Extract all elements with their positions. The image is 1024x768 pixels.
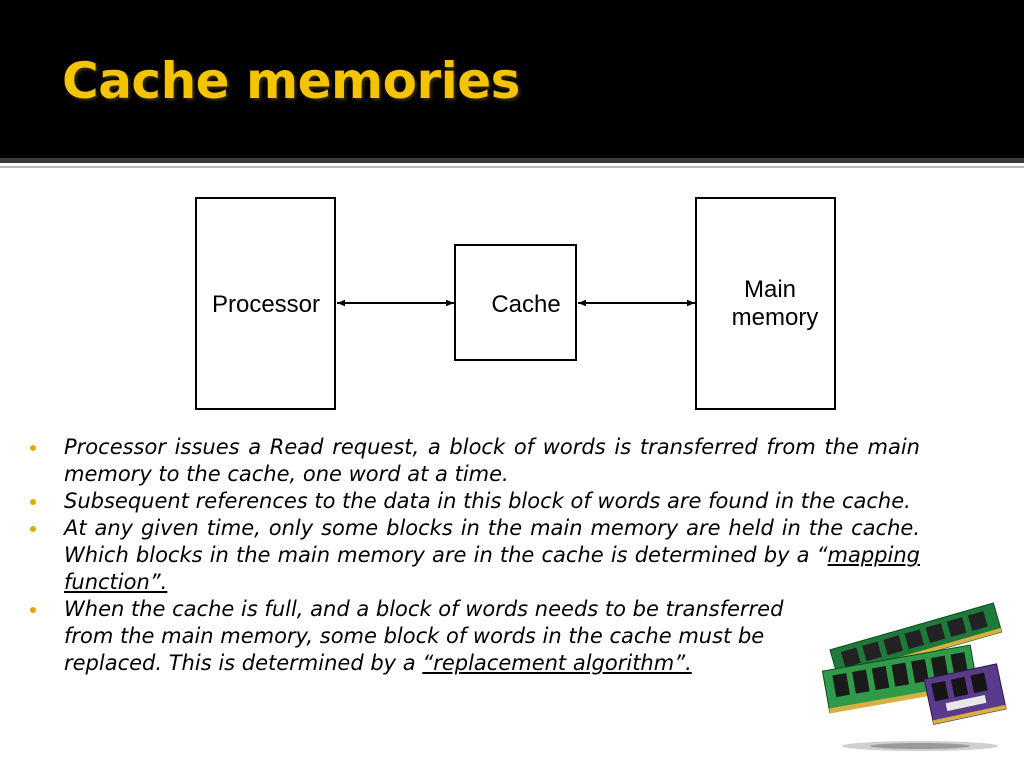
replacement-algorithm-link: “replacement algorithm”. (422, 651, 692, 675)
cache-label: Cache (491, 291, 561, 318)
ram-modules-picture (821, 602, 1007, 751)
bullet-icon (30, 607, 36, 613)
bullet-list: Processor issues a Read request, a block… (30, 434, 920, 677)
main-memory-label-line2: memory (731, 304, 819, 331)
bullet-text: When the cache is full, and a block of w… (64, 597, 784, 675)
bullet-item: Processor issues a Read request, a block… (30, 434, 920, 488)
bullet-item: At any given time, only some blocks in t… (30, 515, 920, 596)
bullet-text: Subsequent references to the data in thi… (64, 489, 911, 513)
main-memory-label-line1: Main (743, 276, 797, 303)
bullet-icon (30, 445, 36, 451)
bullet-text: At any given time, only some blocks in t… (64, 516, 920, 567)
slide-title: Cache memories (62, 52, 520, 110)
title-bar: Cache memories (0, 0, 1024, 158)
bullet-icon (30, 526, 36, 532)
bullet-icon (30, 499, 36, 505)
title-divider-thin (0, 166, 1024, 168)
bullet-item: When the cache is full, and a block of w… (30, 596, 824, 677)
cache-box (454, 244, 577, 361)
processor-label: Processor (211, 291, 321, 318)
bullet-item: Subsequent references to the data in thi… (30, 488, 920, 515)
bullet-text: Processor issues a Read request, a block… (64, 435, 920, 486)
main-memory-box (695, 197, 836, 410)
processor-box (195, 197, 336, 410)
title-divider (0, 158, 1024, 163)
mapping-function-link: mapping function”. (64, 543, 920, 594)
